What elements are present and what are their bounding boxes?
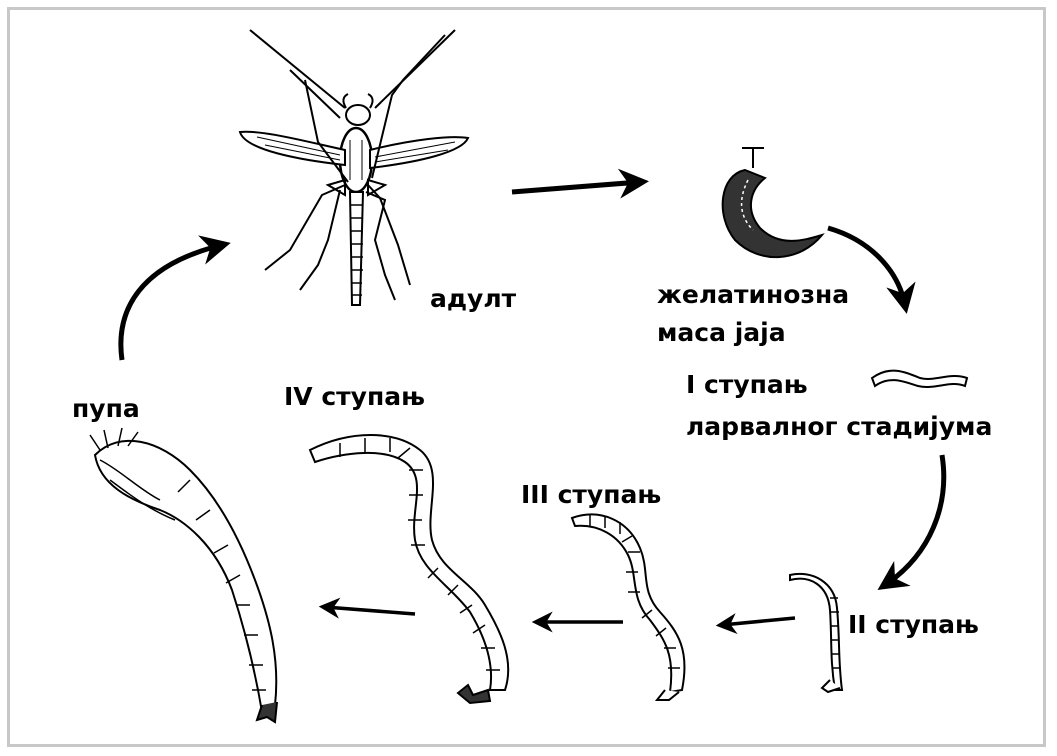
arrow-larva1-to-larva2 — [885, 455, 944, 585]
label-larva-stage-1-line1: I ступањ — [686, 372, 808, 397]
larva-stage-4-drawing — [310, 435, 508, 703]
label-larva-stage-1-line2: ларвалног стадијума — [686, 414, 992, 439]
larva-stage-2-drawing — [790, 574, 842, 692]
arrow-larva2-to-larva3 — [722, 618, 795, 625]
label-larva-stage-3: III ступањ — [521, 482, 661, 507]
pupa-drawing — [90, 428, 277, 722]
label-adult: адулт — [430, 286, 516, 311]
label-egg-mass-line1: желатинозна — [657, 282, 849, 307]
larva-stage-1-drawing — [872, 371, 967, 387]
arrow-larva4-to-pupa — [325, 607, 415, 614]
arrow-adult-to-eggs — [512, 182, 640, 192]
larva-stage-3-drawing — [572, 515, 685, 700]
adult-mosquito-drawing — [240, 30, 468, 305]
label-larva-stage-4: IV ступањ — [284, 384, 425, 409]
arrow-pupa-to-adult — [121, 245, 222, 360]
egg-mass-drawing — [723, 148, 822, 257]
label-pupa: пупа — [72, 396, 140, 421]
label-egg-mass-line2: маса јаја — [657, 320, 786, 345]
label-larva-stage-2: II ступањ — [848, 612, 979, 637]
